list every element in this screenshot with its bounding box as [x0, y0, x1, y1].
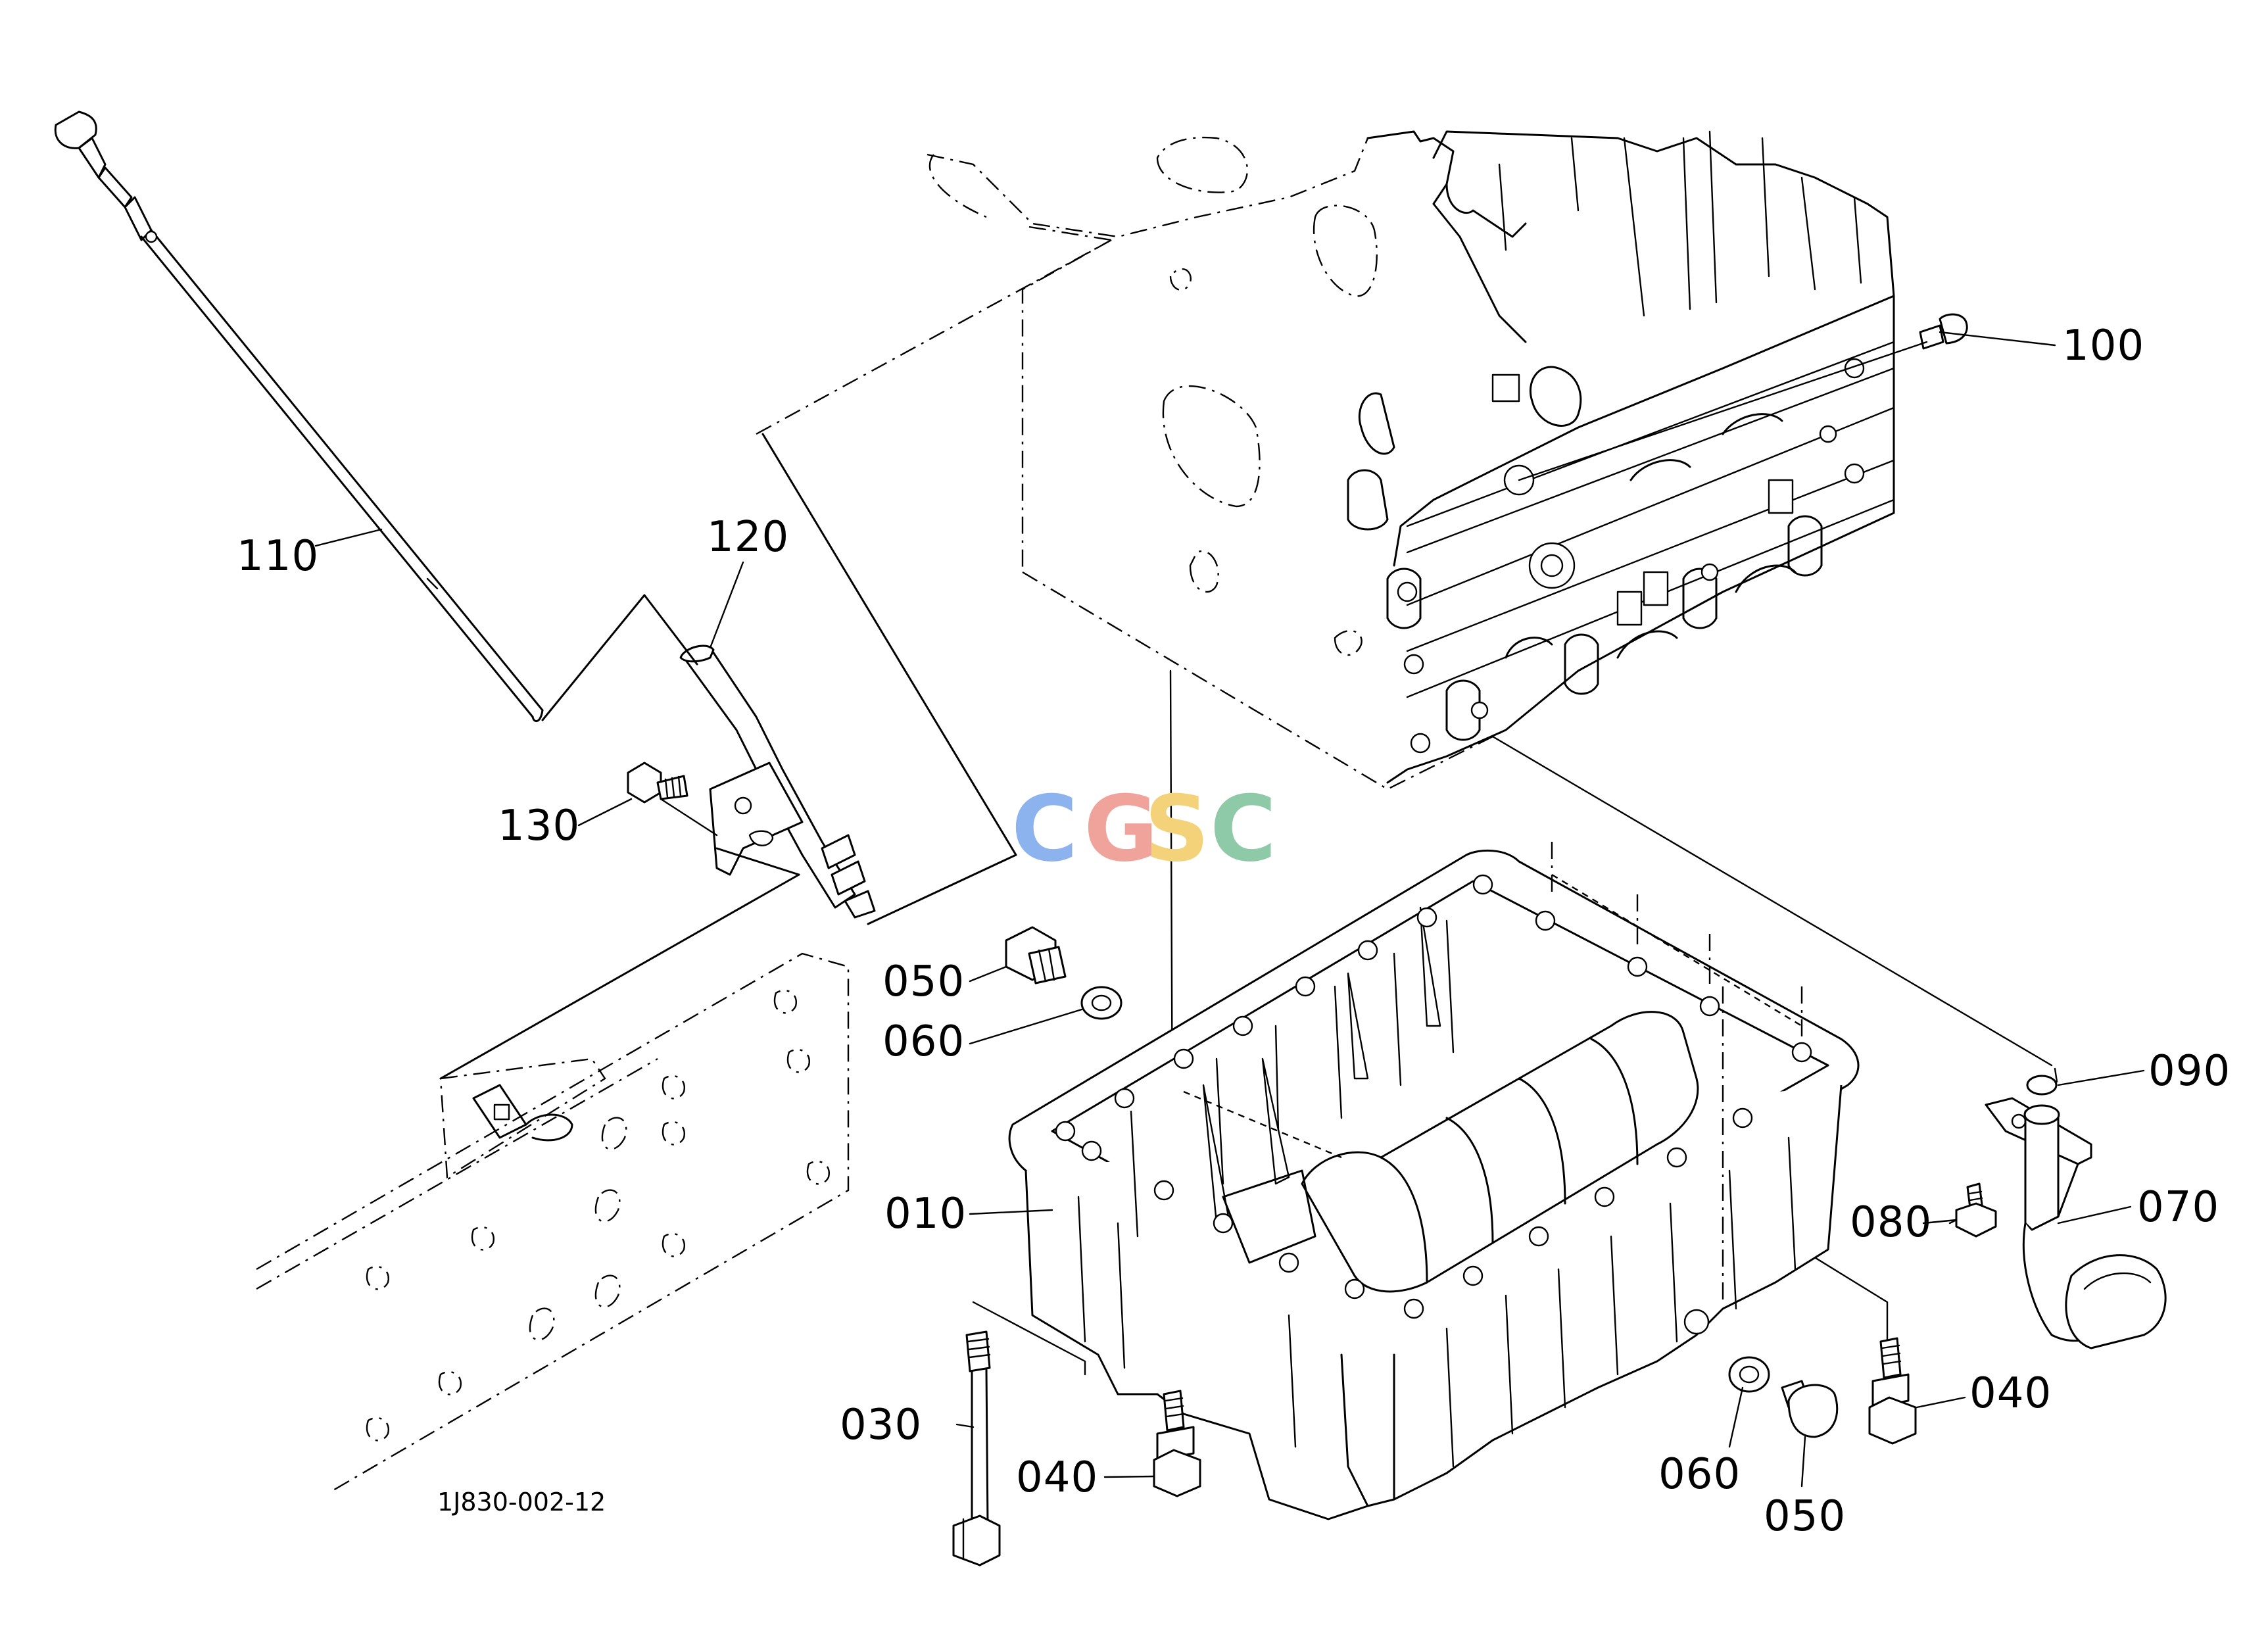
engine-block-solid [1347, 130, 1895, 784]
callout-010: 010 [884, 1190, 967, 1238]
flange-bolt-holes [1055, 874, 1812, 1319]
callout-040-left: 040 [1016, 1453, 1098, 1502]
callout-080: 080 [1850, 1198, 1932, 1247]
drain-plug-upper-part [1005, 926, 1122, 1020]
leader-lines [314, 331, 2145, 1488]
oil-pan-part [1008, 849, 1860, 1520]
callout-050-lower: 050 [1764, 1492, 1846, 1541]
callout-050-upper: 050 [882, 958, 965, 1006]
drain-plug-lower-part [1728, 1356, 1839, 1438]
callout-090: 090 [2148, 1047, 2231, 1096]
stud-bolt-030-part [952, 1330, 1001, 1566]
callout-030: 030 [840, 1401, 922, 1449]
callout-100: 100 [2062, 322, 2144, 370]
oil-dipstick-part [54, 110, 544, 722]
o-ring-part [2026, 1075, 2058, 1096]
plug-100-part [1919, 313, 1968, 350]
bolt-040-right-part [1868, 1337, 1917, 1445]
callout-130: 130 [498, 802, 580, 850]
bolt-130-part [627, 762, 688, 804]
dipstick-guide-part [679, 644, 876, 919]
engine-block-outline [756, 136, 1507, 790]
watermark-letter-4: C [1210, 776, 1276, 882]
stud-centerlines [1551, 842, 1803, 1302]
callout-120: 120 [707, 513, 789, 562]
gear-case-plate-outline [256, 952, 850, 1494]
callout-060-lower: 060 [1658, 1450, 1741, 1499]
watermark-letter-2: G [1084, 776, 1158, 882]
callout-labels: 100 110 120 130 050 060 090 070 010 080 … [237, 322, 2231, 1541]
watermark: C G S C [1011, 776, 1276, 882]
watermark-letter-3: S [1144, 776, 1209, 882]
oil-strainer-part [1985, 1097, 2167, 1349]
bolt-040-left-part [1153, 1390, 1201, 1497]
callout-070: 070 [2137, 1183, 2219, 1232]
callout-110: 110 [237, 532, 319, 581]
watermark-letter-1: C [1011, 776, 1078, 882]
drawing-number: 1J830-002-12 [437, 1488, 606, 1517]
callout-040-right: 040 [1969, 1369, 2052, 1418]
callout-060-upper: 060 [882, 1017, 965, 1066]
bolt-080-part [1955, 1182, 1997, 1238]
